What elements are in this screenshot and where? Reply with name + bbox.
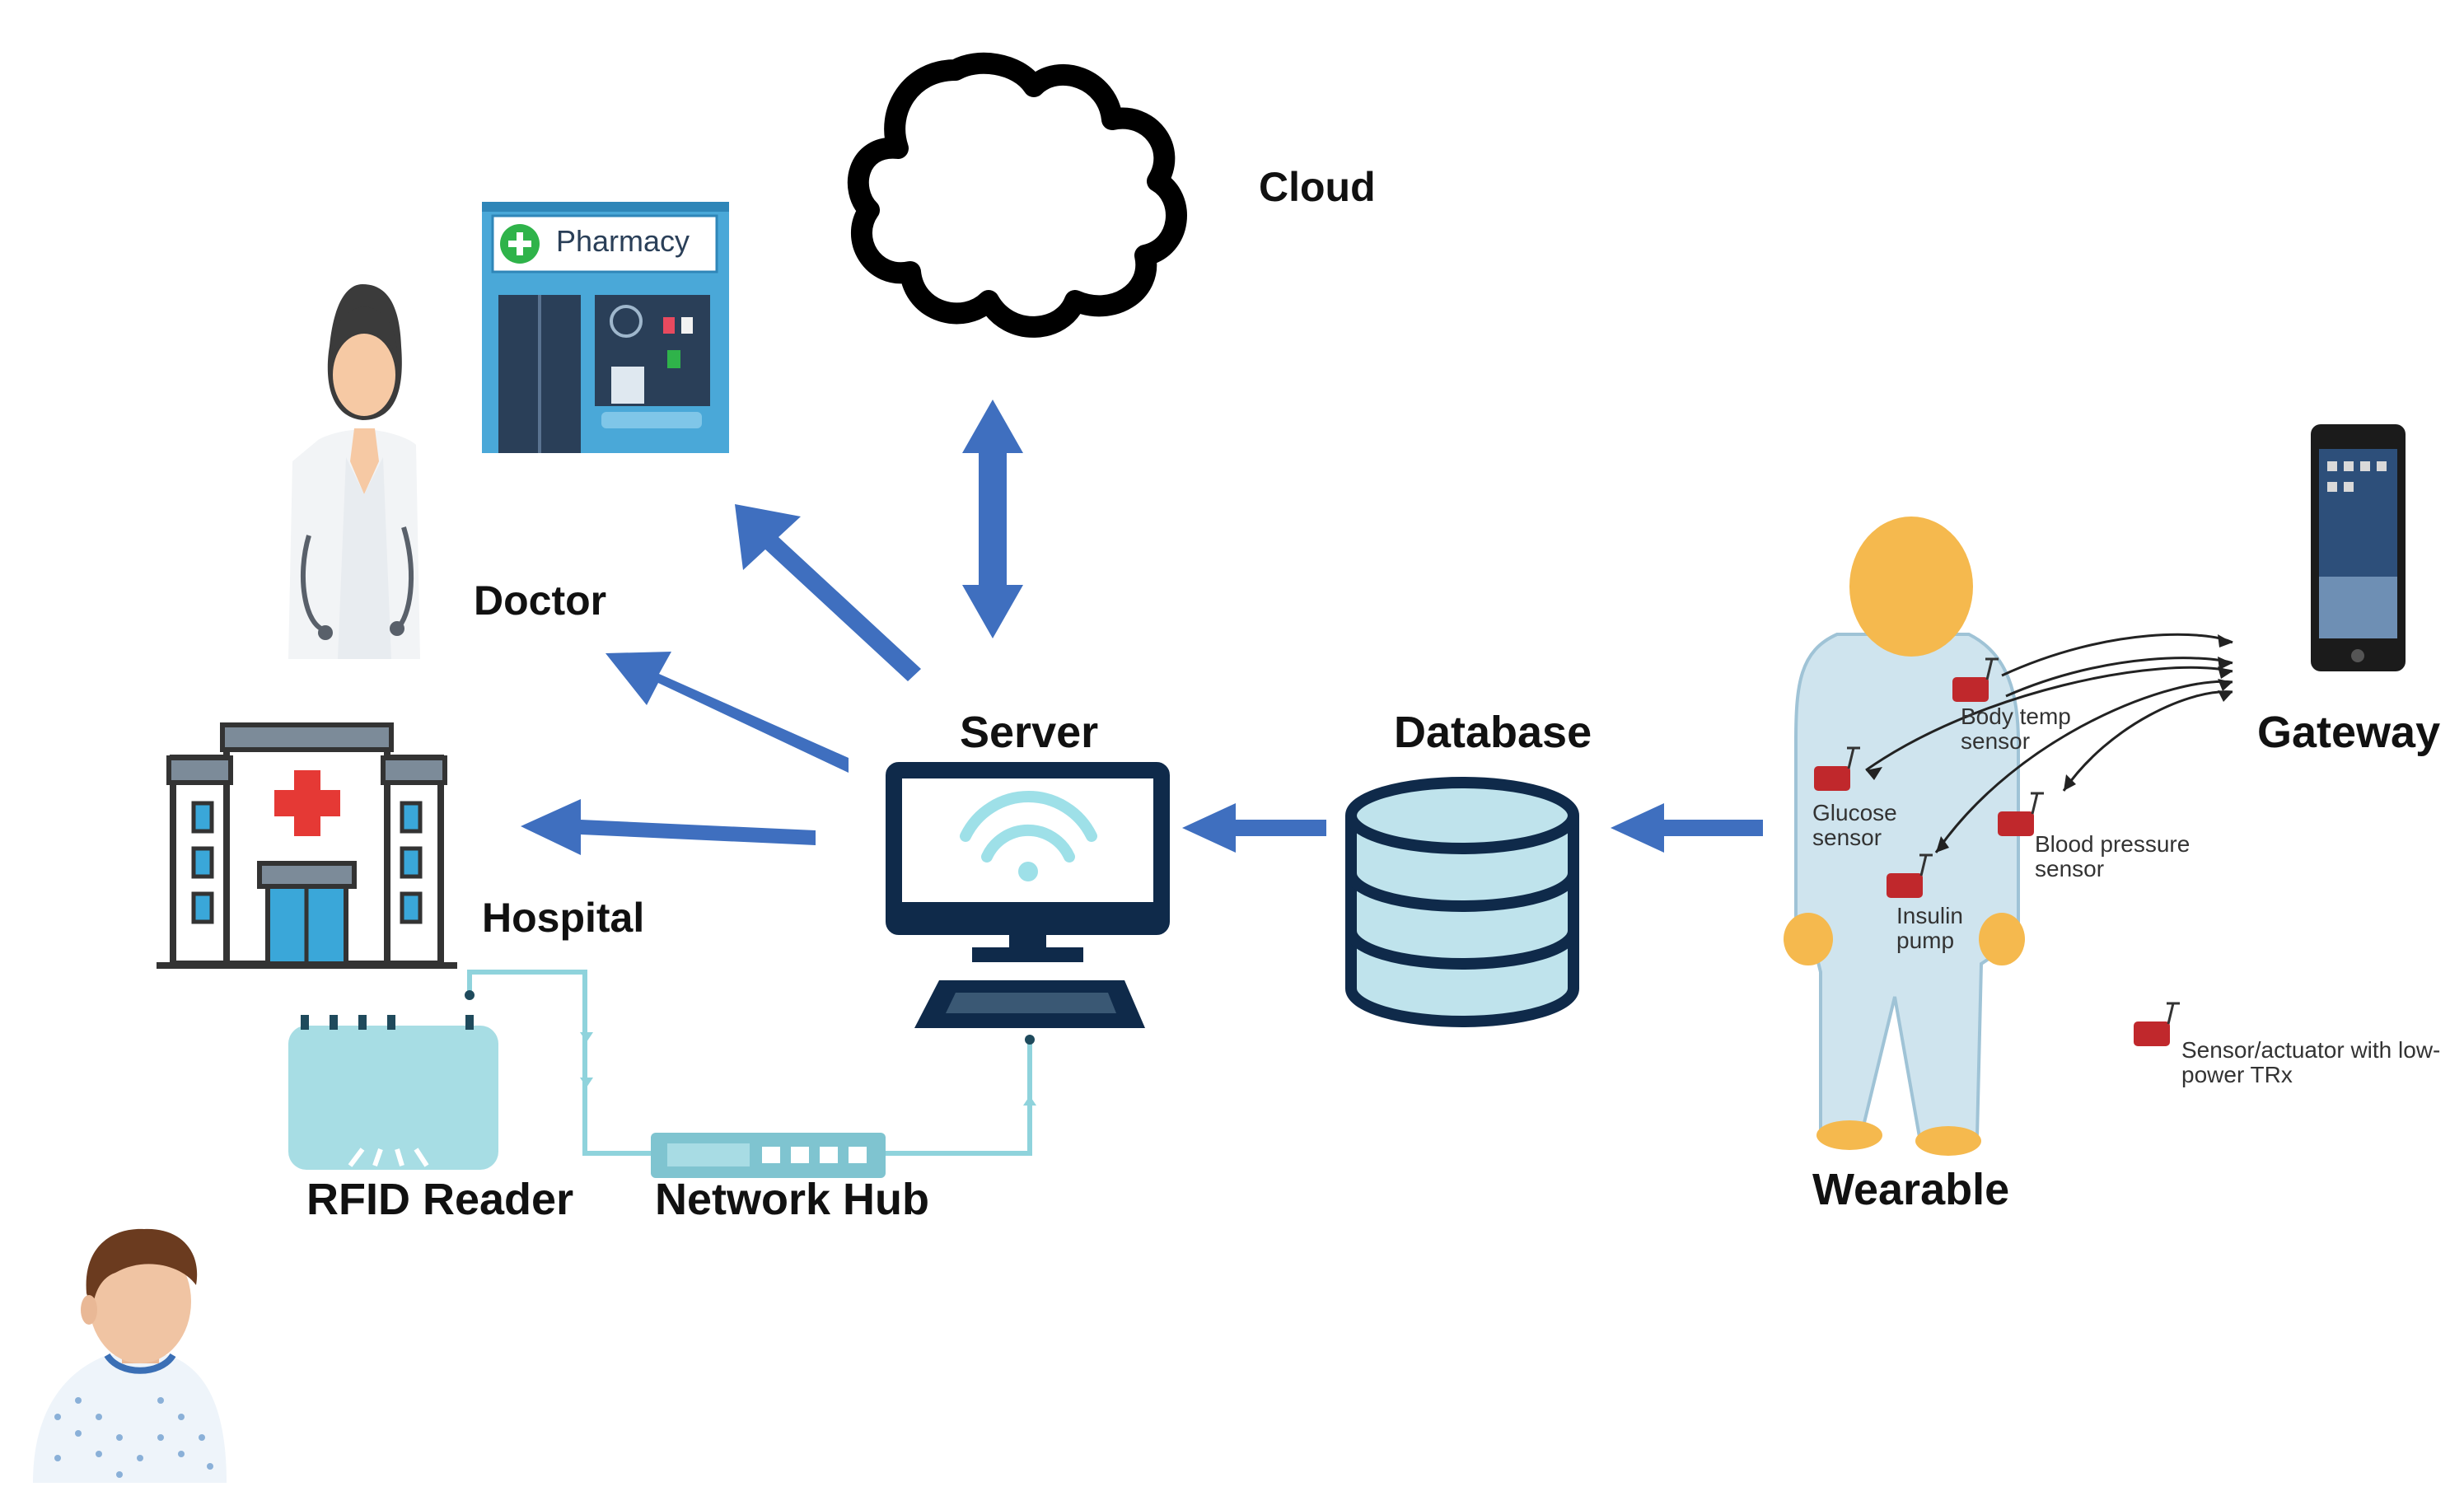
server-label: Server [960,708,1099,757]
body-temp-sensor-label: Body temp sensor [1961,704,2071,754]
network-hub-label: Network Hub [655,1175,930,1224]
cable-end-dot [465,990,475,1000]
blood-pressure-sensor-icon [1998,811,2034,836]
body-temp-sensor-icon [1952,677,1989,702]
rfid-reader-icon [288,1015,498,1170]
database-to-server-arrow [1182,803,1326,853]
pharmacy-sign-text: Pharmacy [556,224,690,258]
insulin-pump-label: Insulin pump [1896,903,1963,953]
hospital-icon [157,722,457,969]
server-to-doctor-arrow [605,652,849,773]
database-label: Database [1394,708,1592,757]
sensor-legend-label: Sensor/actuator with low-power TRx [2181,1037,2441,1087]
blood-pressure-sensor-label: Blood pressure sensor [2035,831,2190,881]
wearable-label: Wearable [1812,1165,2010,1214]
legend-sensor-icon [2134,1021,2170,1046]
flow-arrows [521,400,1763,855]
server-computer-icon [886,762,1170,1028]
patient-icon [33,1228,227,1483]
glucose-sensor-icon [1814,766,1850,791]
server-to-hospital-arrow [521,799,816,855]
cloud-label: Cloud [1259,164,1376,210]
database-icon [1345,777,1579,1027]
rfid-reader-label: RFID Reader [306,1175,574,1224]
cloud-server-double-arrow [962,400,1023,638]
wearable-sensors [1814,677,2170,1046]
hospital-label: Hospital [482,895,645,941]
wearable-to-database-arrow [1611,803,1763,853]
wireless-links [1865,633,2233,853]
server-to-pharmacy-arrow [735,504,921,681]
gateway-tablet-icon [2311,424,2406,671]
sensor-antennas [1847,657,2180,1025]
insulin-pump-icon [1887,873,1923,898]
doctor-label: Doctor [474,577,607,624]
cable-end-dot [1025,1035,1035,1045]
doctor-icon [288,284,420,659]
pharmacy-icon [482,202,729,453]
network-hub-icon [651,1133,886,1178]
network-cables [467,970,1036,1156]
gateway-label: Gateway [2257,708,2441,757]
glucose-sensor-label: Glucose sensor [1812,800,1897,850]
cloud-icon [847,52,1187,338]
